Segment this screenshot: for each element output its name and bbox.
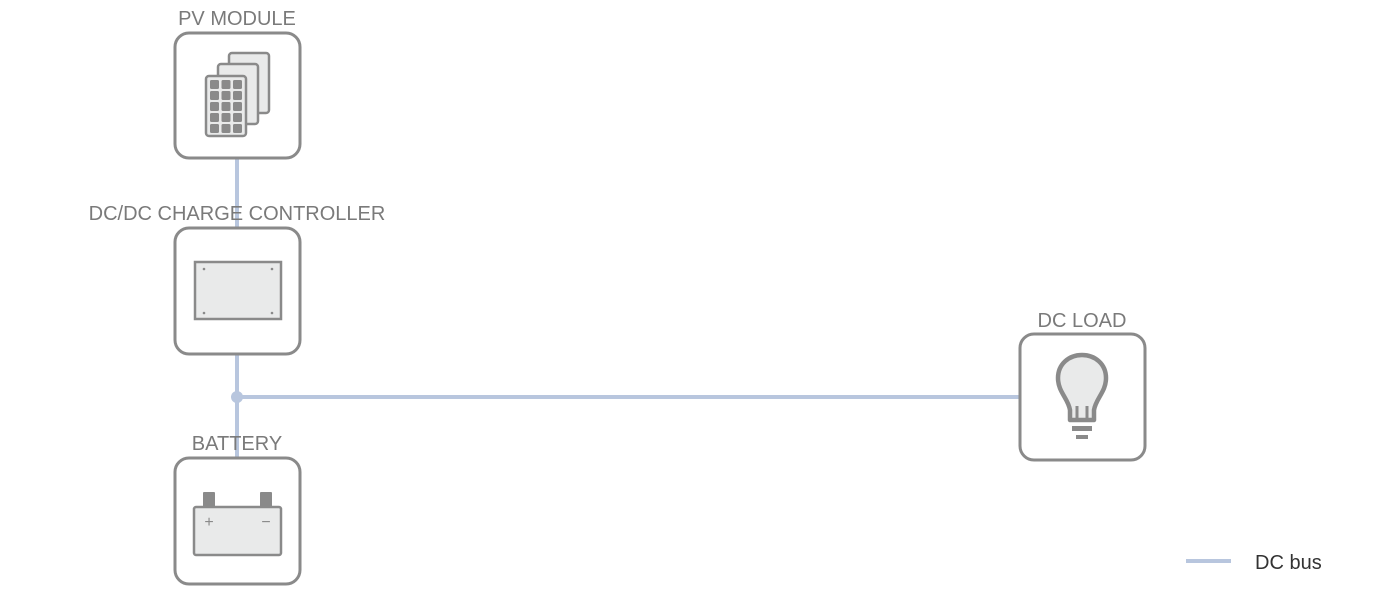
battery-minus: − [261, 514, 270, 531]
legend: DC bus [1186, 552, 1322, 574]
solar-cell [233, 124, 242, 133]
solar-cell [221, 113, 231, 122]
light-bulb-icon [1055, 352, 1109, 439]
battery-plus: + [204, 514, 213, 531]
solar-cell [210, 124, 219, 133]
pv-label: PV MODULE [178, 8, 296, 30]
battery-icon: + − [192, 492, 283, 557]
charge-controller-node[interactable] [173, 226, 302, 356]
solar-cell [210, 113, 219, 122]
solar-cell [210, 91, 219, 100]
solar-cell [210, 80, 219, 89]
battery-label: BATTERY [192, 433, 282, 455]
solar-cell [210, 102, 219, 111]
battery-node[interactable]: + − [173, 456, 302, 586]
solar-cell [233, 113, 242, 122]
bus-junction [231, 391, 243, 403]
controller-label: DC/DC CHARGE CONTROLLER [89, 203, 386, 225]
solar-cell [233, 80, 242, 89]
dc-load-node[interactable] [1018, 332, 1147, 462]
legend-label-dc-bus: DC bus [1255, 552, 1322, 574]
load-label: DC LOAD [1038, 310, 1127, 332]
pv-module-node[interactable] [173, 31, 302, 160]
solar-cell [221, 91, 231, 100]
solar-cell [233, 102, 242, 111]
charge-controller-icon [193, 260, 283, 321]
solar-cell [233, 91, 242, 100]
solar-cell [221, 102, 231, 111]
solar-cell [221, 80, 231, 89]
solar-cell [221, 124, 231, 133]
solar-panel-icon [204, 51, 271, 138]
